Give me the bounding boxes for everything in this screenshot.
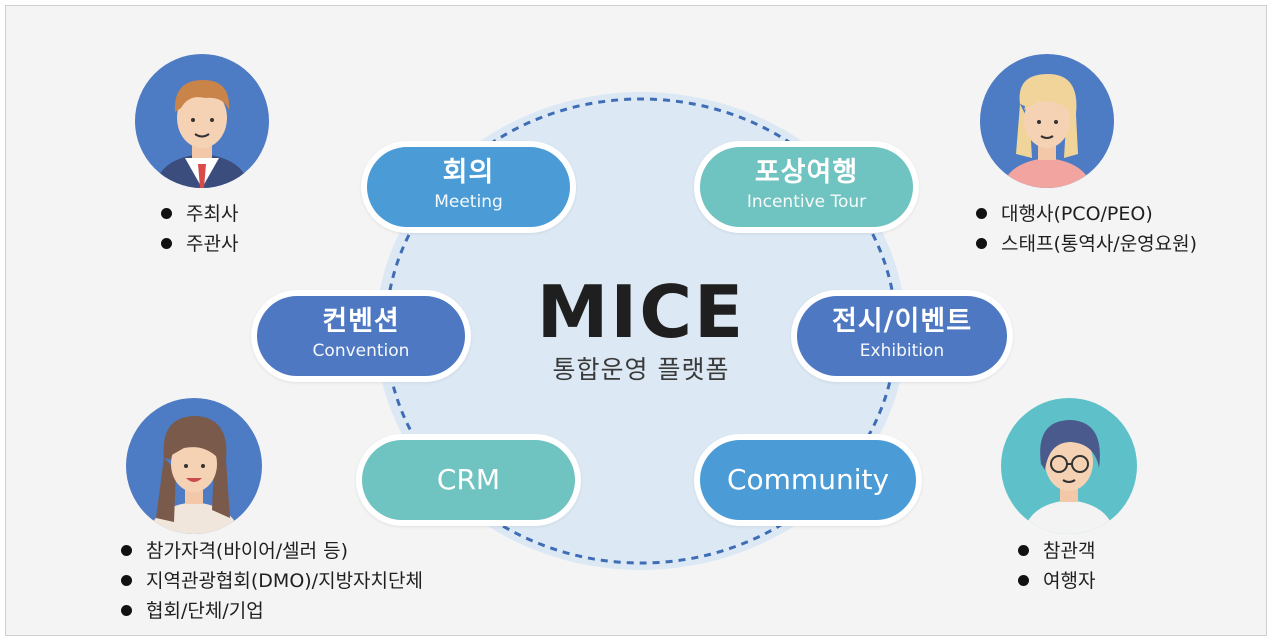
list-item: 지역관광협회(DMO)/지방자치단체 — [121, 566, 423, 596]
bullet-icon — [1018, 545, 1029, 556]
list-item: 스태프(통역사/운영요원) — [976, 229, 1197, 259]
convention-label-en: Convention — [312, 341, 410, 361]
list-item-label: 주관사 — [186, 233, 239, 255]
convention-label-ko: 컨벤션 — [322, 306, 400, 337]
bullet-icon — [121, 605, 132, 616]
mice-subtitle: 통합운영 플랫폼 — [552, 355, 730, 384]
bullet-icon — [1018, 575, 1029, 586]
list-item: 여행자 — [1018, 566, 1095, 596]
list-item-label: 대행사(PCO/PEO) — [1001, 203, 1153, 225]
diagram-frame: MICE 통합운영 플랫폼 회의 Meeting 포상여행 Incentive … — [5, 5, 1267, 636]
list-item: 주관사 — [161, 229, 238, 259]
list-item-label: 여행자 — [1043, 570, 1096, 592]
list-item-label: 참관객 — [1043, 540, 1096, 562]
list-item: 협회/단체/기업 — [121, 596, 423, 626]
crm-label: CRM — [436, 463, 501, 496]
exhibition-label-ko: 전시/이벤트 — [831, 306, 973, 337]
bullet-icon — [976, 208, 987, 219]
incentive-tour-pill: 포상여행 Incentive Tour — [694, 141, 919, 233]
bullet-icon — [121, 545, 132, 556]
top-left-list: 주최사 주관사 — [161, 199, 238, 259]
list-item-label: 참가자격(바이어/셀러 등) — [146, 540, 349, 562]
top-right-list: 대행사(PCO/PEO) 스태프(통역사/운영요원) — [976, 199, 1197, 259]
blonde-woman-avatar — [980, 54, 1114, 188]
man-with-glasses-avatar — [1001, 398, 1137, 534]
bottom-right-list: 참관객 여행자 — [1018, 536, 1095, 596]
mice-center-label: MICE 통합운영 플랫폼 — [506, 272, 776, 386]
bottom-left-list: 참가자격(바이어/셀러 등) 지역관광협회(DMO)/지방자치단체 협회/단체/… — [121, 536, 423, 626]
bullet-icon — [161, 208, 172, 219]
mice-title: MICE — [536, 270, 746, 354]
list-item-label: 주최사 — [186, 203, 239, 225]
man-in-suit-avatar — [135, 54, 269, 188]
community-pill: Community — [694, 434, 922, 526]
list-item: 대행사(PCO/PEO) — [976, 199, 1197, 229]
long-haired-woman-avatar — [126, 398, 262, 534]
exhibition-label-en: Exhibition — [859, 341, 945, 361]
bullet-icon — [121, 575, 132, 586]
bullet-icon — [976, 238, 987, 249]
exhibition-pill: 전시/이벤트 Exhibition — [791, 290, 1013, 382]
meeting-label-ko: 회의 — [442, 157, 495, 188]
list-item-label: 협회/단체/기업 — [146, 600, 264, 622]
incentive-label-ko: 포상여행 — [754, 157, 859, 188]
list-item-label: 스태프(통역사/운영요원) — [1001, 233, 1198, 255]
community-label: Community — [726, 463, 890, 496]
list-item: 참가자격(바이어/셀러 등) — [121, 536, 423, 566]
meeting-label-en: Meeting — [434, 192, 503, 212]
bullet-icon — [161, 238, 172, 249]
list-item: 주최사 — [161, 199, 238, 229]
list-item: 참관객 — [1018, 536, 1095, 566]
meeting-pill: 회의 Meeting — [361, 141, 576, 233]
incentive-label-en: Incentive Tour — [746, 192, 867, 212]
list-item-label: 지역관광협회(DMO)/지방자치단체 — [146, 570, 423, 592]
convention-pill: 컨벤션 Convention — [251, 290, 471, 382]
crm-pill: CRM — [356, 434, 581, 526]
